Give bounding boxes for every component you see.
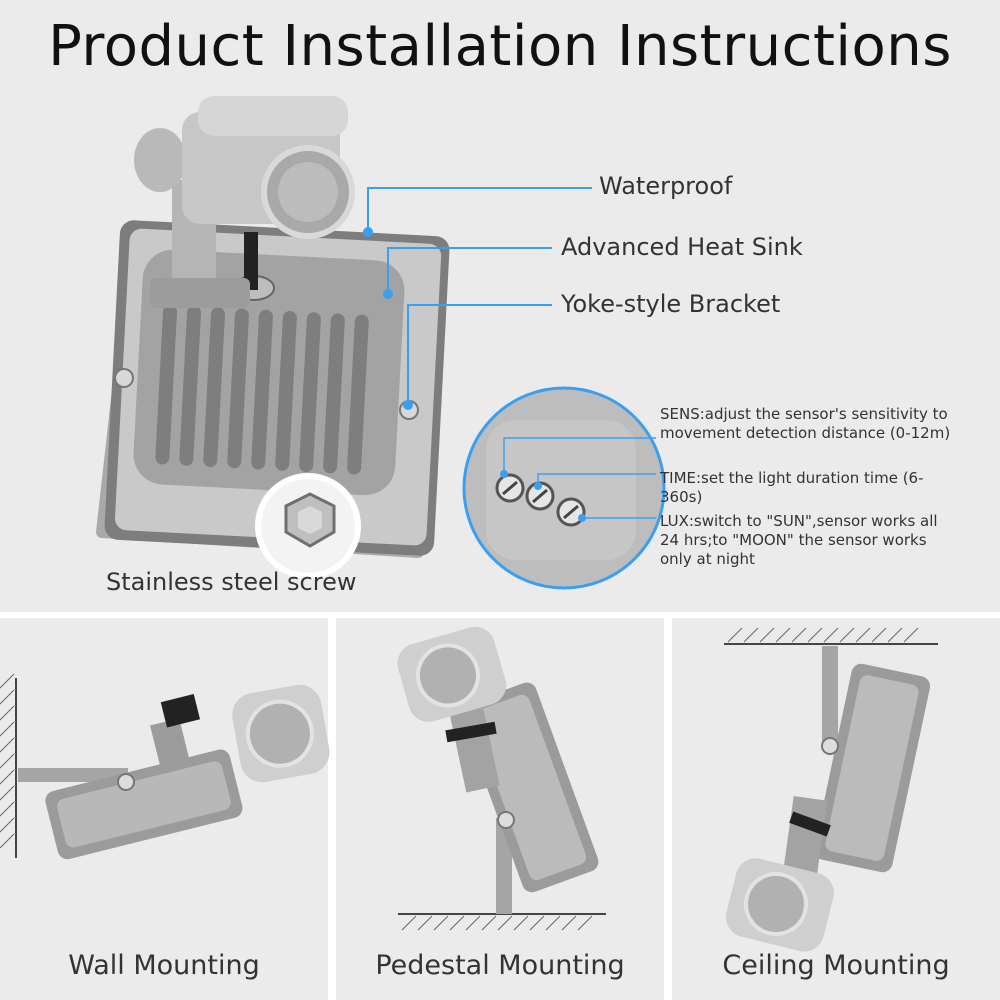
wall-mounting-illustration xyxy=(0,673,330,860)
floodlight-illustration xyxy=(96,96,666,590)
callout-waterproof: Waterproof xyxy=(599,172,733,200)
ceiling-mounting-panel: Ceiling Mounting xyxy=(672,618,1000,1000)
pedestal-mounting-label: Pedestal Mounting xyxy=(375,950,625,981)
ceiling-mounting-label: Ceiling Mounting xyxy=(722,950,950,981)
wall-mounting-panel: Wall Mounting xyxy=(0,618,330,1000)
callout-heat-sink: Advanced Heat Sink xyxy=(561,233,803,261)
callout-bracket: Yoke-style Bracket xyxy=(561,290,781,318)
ceiling-mounting-illustration xyxy=(724,627,938,952)
time-description: TIME:set the light duration time (6-360s… xyxy=(660,469,924,506)
pedestal-mounting-panel: Pedestal Mounting xyxy=(336,618,664,1000)
page-title: Product Installation Instructions xyxy=(48,14,952,79)
wall-mounting-label: Wall Mounting xyxy=(68,950,260,981)
sens-description: SENS:adjust the sensor's sensitivity to … xyxy=(660,405,951,442)
pedestal-mounting-illustration xyxy=(397,626,606,931)
lux-description: LUX:switch to "SUN",sensor works all 24 … xyxy=(660,512,938,568)
product-overview-panel: Product Installation Instructions xyxy=(0,0,1000,612)
screw-label: Stainless steel screw xyxy=(106,568,357,596)
